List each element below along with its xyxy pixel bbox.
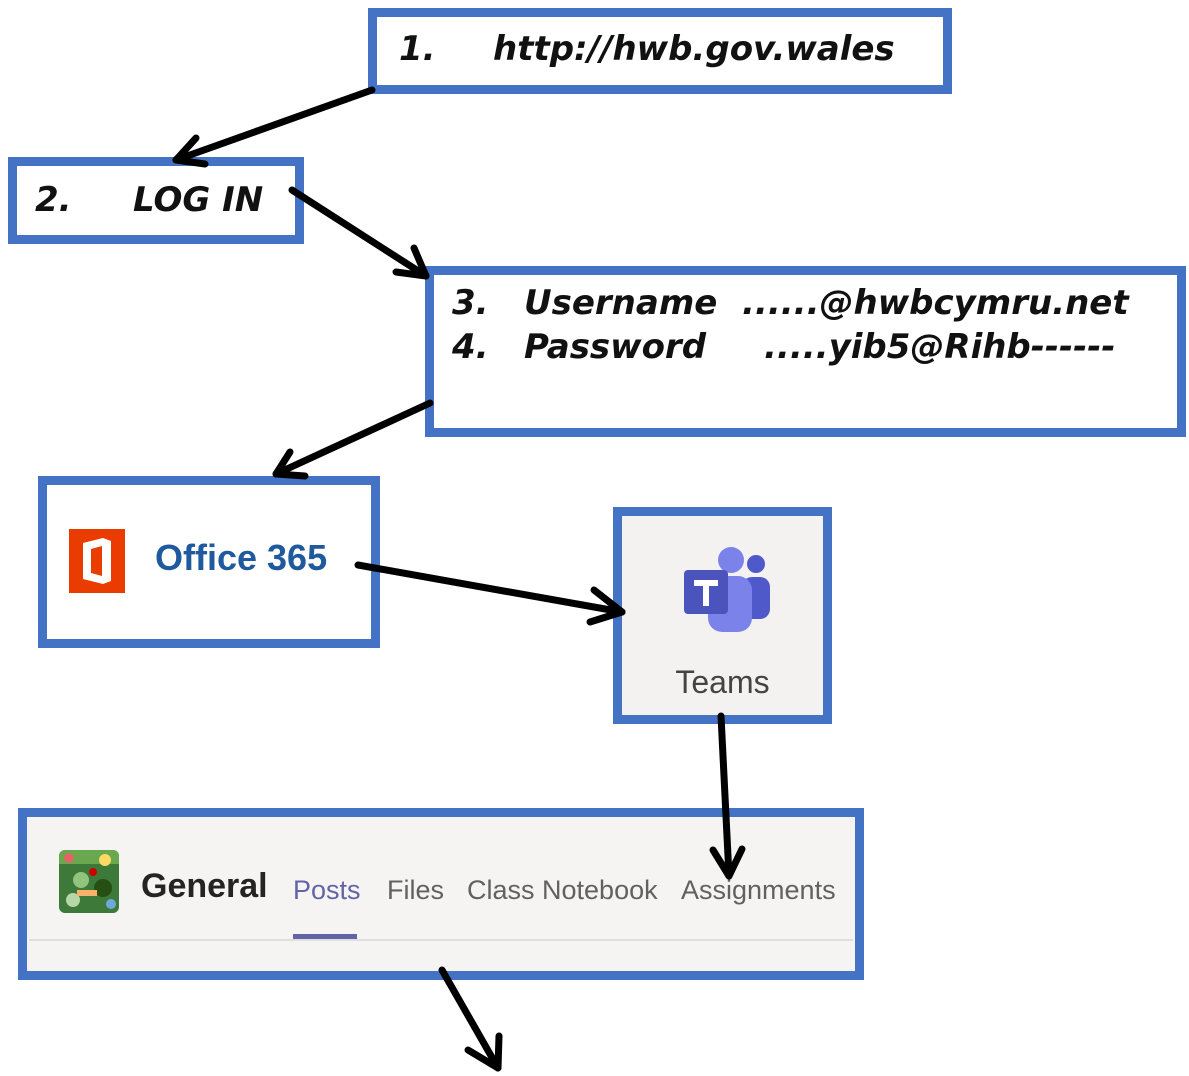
username-label: Username	[524, 283, 718, 323]
tab-assignments[interactable]: Assignments	[681, 875, 836, 905]
office-logo-icon	[69, 529, 125, 593]
channel-header-box: General Posts Files Class Notebook Assig…	[18, 808, 864, 980]
tab-posts[interactable]: Posts	[293, 875, 361, 905]
step-2-login: LOG IN	[133, 180, 264, 220]
active-tab-indicator	[293, 934, 357, 939]
step-1-box: 1. http://hwb.gov.wales	[368, 8, 952, 94]
arrow-channel-down	[438, 966, 503, 1072]
arrow-step1-to-step2	[172, 86, 376, 168]
username-value: ......@hwbcymru.net	[742, 283, 1129, 323]
password-value: .....yib5@Rihb------	[764, 327, 1116, 367]
teams-app-tile[interactable]: Teams	[613, 507, 832, 724]
teams-logo-icon	[684, 547, 770, 632]
tab-files[interactable]: Files	[387, 875, 445, 905]
password-label: Password	[524, 327, 707, 367]
step-1-url: http://hwb.gov.wales	[493, 29, 895, 69]
channel-title: General	[141, 867, 268, 905]
step-2-number: 2.	[35, 180, 72, 220]
step-4-number: 4.	[452, 327, 489, 367]
arrow-step2-to-step3	[288, 186, 430, 280]
channel-header: General Posts Files Class Notebook Assig…	[29, 819, 853, 941]
step-3-number: 3.	[452, 283, 489, 323]
tab-class-notebook[interactable]: Class Notebook	[467, 875, 658, 905]
office-365-label: Office 365	[155, 537, 328, 578]
office-365-box[interactable]: Office 365	[38, 476, 380, 648]
class-avatar-image[interactable]	[59, 850, 119, 913]
arrow-step3-to-office	[272, 399, 434, 480]
step-2-box: 2. LOG IN	[8, 157, 304, 244]
teams-label: Teams	[675, 664, 770, 700]
credentials-box: 3. Username ......@hwbcymru.net 4. Passw…	[425, 266, 1186, 437]
arrow-office-to-teams	[354, 561, 626, 626]
step-1-number: 1.	[399, 29, 436, 69]
